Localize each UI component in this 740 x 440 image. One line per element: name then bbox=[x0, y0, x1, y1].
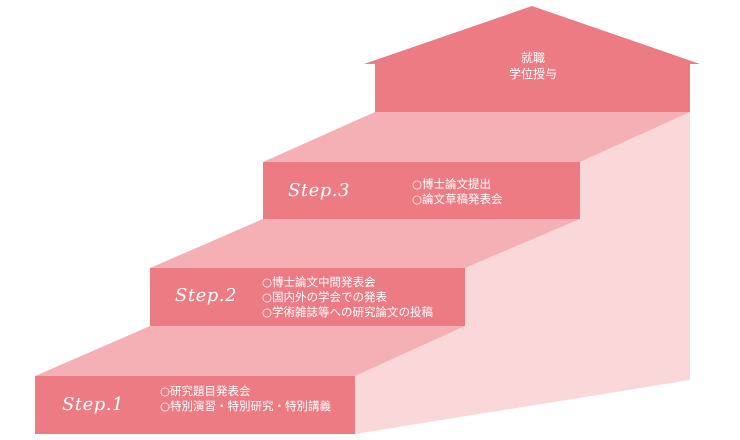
step-1-label: Step.1 bbox=[62, 394, 124, 415]
step-3-label: Step.3 bbox=[288, 180, 350, 201]
tread-step-1 bbox=[35, 326, 465, 376]
step-2-item: ○国内外の学会での発表 bbox=[262, 290, 388, 304]
goal-line-1: 就職 bbox=[520, 51, 545, 65]
goal-house bbox=[364, 6, 700, 112]
step-1-items: ○研究題目発表会 ○特別演習・特別研究・特別講義 bbox=[160, 384, 331, 414]
riser-step-1 bbox=[35, 376, 355, 434]
tread-step-3 bbox=[263, 112, 690, 162]
staircase-side-wall bbox=[355, 112, 690, 434]
riser-step-2 bbox=[150, 268, 465, 326]
step-2-item: ○博士論文中間発表会 bbox=[262, 275, 376, 289]
tread-step-2 bbox=[150, 219, 580, 268]
goal-line-2: 学位授与 bbox=[508, 67, 557, 81]
step-2-items: ○博士論文中間発表会 ○国内外の学会での発表 ○学術雑誌等への研究論文の投稿 bbox=[262, 275, 433, 320]
step-3-items: ○博士論文提出 ○論文草稿発表会 bbox=[412, 177, 503, 207]
step-2-label: Step.2 bbox=[175, 285, 237, 306]
riser-step-3 bbox=[263, 162, 580, 219]
step-1-item: ○特別演習・特別研究・特別講義 bbox=[160, 399, 332, 413]
step-3-item: ○博士論文提出 bbox=[412, 177, 492, 191]
step-1-item: ○研究題目発表会 bbox=[160, 384, 251, 398]
step-2-item: ○学術雑誌等への研究論文の投稿 bbox=[262, 305, 434, 319]
step-3-item: ○論文草稿発表会 bbox=[412, 192, 503, 206]
goal-text: 就職 学位授与 bbox=[378, 50, 688, 82]
